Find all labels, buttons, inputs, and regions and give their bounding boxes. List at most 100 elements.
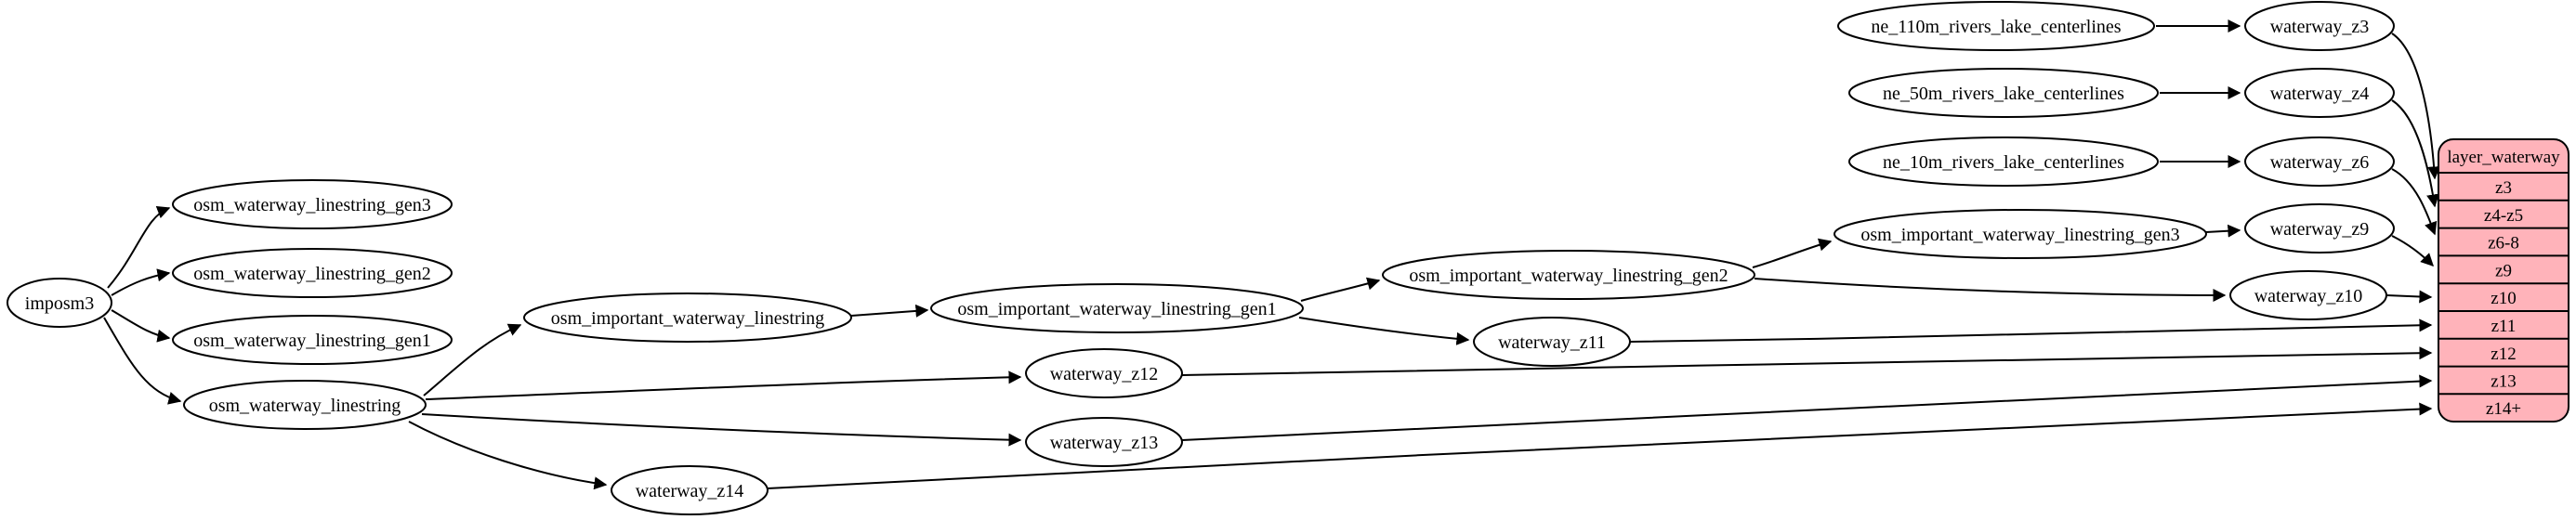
record-row-z4-z5: z4-z5 [2438, 199, 2569, 226]
node-shape [2244, 68, 2395, 118]
record-row-label: z6-8 [2488, 234, 2519, 254]
node-osm_important_waterway_linestring_gen3: osm_important_waterway_linestring_gen3 [1833, 209, 2207, 259]
record-title: layer_waterway [2447, 148, 2560, 167]
node-label: waterway_z14 [636, 481, 744, 501]
node-ne_10m_rivers_lake_centerlines: ne_10m_rivers_lake_centerlines [1848, 136, 2159, 187]
node-label: osm_waterway_linestring_gen3 [193, 195, 431, 215]
node-label: waterway_z9 [2270, 219, 2370, 240]
node-shape [930, 283, 1304, 333]
node-label: osm_important_waterway_linestring_gen2 [1409, 266, 1728, 286]
node-osm_waterway_linestring_gen1: osm_waterway_linestring_gen1 [172, 315, 453, 365]
edge-waterway_z11-to-record-z11 [1629, 318, 2433, 343]
record-row-z13: z13 [2438, 365, 2569, 392]
edge-imposm3-to-osm_waterway_linestring [103, 317, 182, 405]
node-osm_important_waterway_linestring: osm_important_waterway_linestring [523, 292, 852, 343]
record-row-label: z11 [2491, 317, 2517, 336]
node-shape [523, 292, 852, 343]
node-label: ne_110m_rivers_lake_centerlines [1871, 17, 2121, 37]
record-row-label: z14+ [2486, 399, 2521, 419]
node-label: osm_waterway_linestring_gen1 [193, 331, 431, 351]
edge-osm_waterway_linestring-to-waterway_z14 [408, 421, 608, 490]
edge-imposm3-to-osm_waterway_linestring_gen2 [111, 268, 171, 296]
record-row-z3: z3 [2438, 172, 2569, 198]
node-label: waterway_z3 [2270, 17, 2370, 37]
node-label: waterway_z11 [1498, 332, 1606, 353]
record-row-z14plus: z14+ [2438, 393, 2569, 419]
node-osm_waterway_linestring: osm_waterway_linestring [183, 380, 427, 430]
record-row-z6-8: z6-8 [2438, 227, 2569, 254]
record-row-z11: z11 [2438, 310, 2569, 336]
node-ne_50m_rivers_lake_centerlines: ne_50m_rivers_lake_centerlines [1848, 68, 2159, 118]
node-waterway_z13: waterway_z13 [1025, 417, 1183, 467]
node-label: ne_10m_rivers_lake_centerlines [1883, 152, 2124, 173]
edge-waterway_z6-to-record-z6-8 [2391, 168, 2438, 236]
edge-gen2-to-waterway_z10 [1754, 278, 2227, 302]
record-row-z10: z10 [2438, 282, 2569, 308]
edge-osm_important_waterway_linestring-to-gen1 [850, 304, 929, 318]
edge-waterway_z4-to-record-z4-z5 [2391, 99, 2439, 208]
node-waterway_z9: waterway_z9 [2244, 203, 2395, 254]
edge-gen1-to-gen2 [1300, 277, 1381, 302]
node-shape [183, 380, 427, 430]
node-imposm3: imposm3 [7, 278, 112, 328]
node-label: imposm3 [25, 293, 94, 314]
node-shape [1473, 317, 1631, 367]
node-osm_waterway_linestring_gen3: osm_waterway_linestring_gen3 [172, 179, 453, 229]
node-shape [2244, 136, 2395, 187]
node-shape [1848, 136, 2159, 187]
node-label: osm_waterway_linestring_gen2 [193, 264, 431, 284]
node-waterway_z12: waterway_z12 [1025, 348, 1183, 398]
node-osm_important_waterway_linestring_gen1: osm_important_waterway_linestring_gen1 [930, 283, 1304, 333]
node-waterway_z4: waterway_z4 [2244, 68, 2395, 118]
record-row-label: z10 [2491, 289, 2516, 308]
edge-imposm3-to-osm_waterway_linestring_gen1 [111, 309, 171, 343]
node-label: ne_50m_rivers_lake_centerlines [1883, 84, 2124, 104]
node-label: osm_important_waterway_linestring_gen1 [957, 299, 1276, 319]
node-shape [172, 315, 453, 365]
record-row-z9: z9 [2438, 254, 2569, 280]
node-osm_important_waterway_linestring_gen2: osm_important_waterway_linestring_gen2 [1382, 250, 1755, 300]
node-label: waterway_z10 [2254, 286, 2363, 306]
edge-imposm3-to-osm_waterway_linestring_gen3 [107, 206, 171, 289]
node-waterway_z10: waterway_z10 [2229, 270, 2387, 320]
node-waterway_z3: waterway_z3 [2244, 1, 2395, 51]
node-osm_waterway_linestring_gen2: osm_waterway_linestring_gen2 [172, 248, 453, 298]
node-waterway_z11: waterway_z11 [1473, 317, 1631, 367]
node-label: waterway_z6 [2270, 152, 2370, 173]
edge-waterway_z12-to-record-z12 [1181, 346, 2433, 376]
node-shape [1025, 417, 1183, 467]
edge-waterway_z10-to-record-z10 [2385, 290, 2433, 304]
node-waterway_z14: waterway_z14 [611, 465, 769, 515]
edge-waterway_z3-to-record-z3 [2391, 32, 2441, 180]
record-row-label: z3 [2495, 178, 2512, 198]
record-row-label: z4-z5 [2484, 206, 2523, 226]
node-ne_110m_rivers_lake_centerlines: ne_110m_rivers_lake_centerlines [1837, 1, 2155, 51]
edge-gen2-to-gen3 [1752, 238, 1833, 268]
node-shape [2244, 1, 2395, 51]
node-shape [1837, 1, 2155, 51]
node-waterway_z6: waterway_z6 [2244, 136, 2395, 187]
node-shape [1025, 348, 1183, 398]
node-shape [172, 179, 453, 229]
node-label: waterway_z13 [1050, 433, 1159, 453]
node-label: osm_important_waterway_linestring [551, 308, 824, 329]
edge-waterway_z13-to-record-z13 [1181, 374, 2433, 441]
edge-waterway_z9-to-record-z9 [2391, 235, 2434, 266]
edge-osm_waterway_linestring-to-waterway_z12 [425, 370, 1022, 400]
node-shape [1833, 209, 2207, 259]
node-shape [2244, 203, 2395, 254]
node-label: waterway_z4 [2270, 84, 2370, 104]
node-label: waterway_z12 [1050, 364, 1159, 384]
record-row-label: z9 [2495, 261, 2512, 280]
node-shape [2229, 270, 2387, 320]
node-shape [1382, 250, 1755, 300]
edge-gen3-to-waterway_z9 [2205, 224, 2241, 238]
node-shape [1848, 68, 2159, 118]
node-shape [172, 248, 453, 298]
record-row-label: z13 [2491, 372, 2516, 392]
record-layer-waterway: layer_waterway z3 z4-z5 z6-8 z9 z10 z11 … [2438, 138, 2569, 422]
record-row-z12: z12 [2438, 337, 2569, 364]
node-label: osm_waterway_linestring [209, 396, 401, 416]
